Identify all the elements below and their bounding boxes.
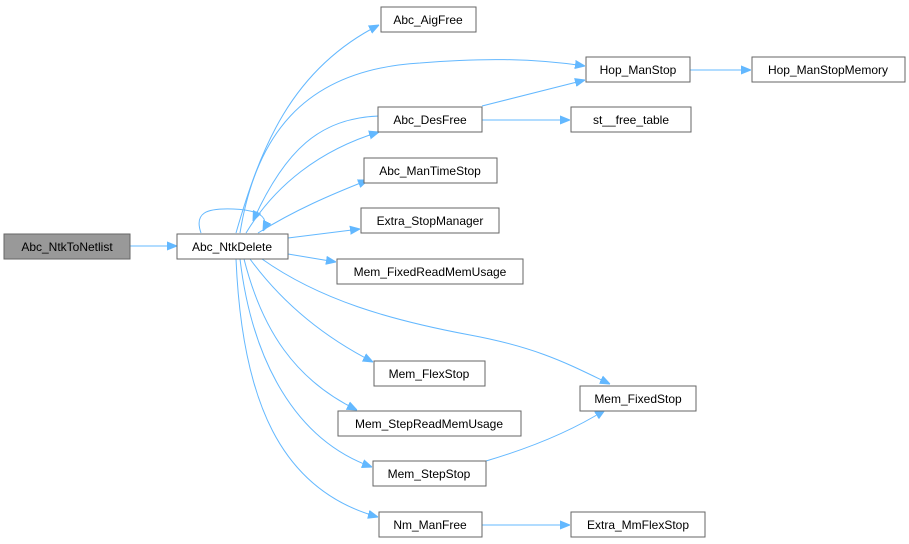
edges [130,25,751,525]
node-label: Abc_AigFree [393,13,463,27]
node-mem-fixedstop[interactable]: Mem_FixedStop [579,385,697,412]
edge-abc-ntkdelete-to-abc-mantimestop [257,180,368,234]
node-hop-manstopmemory[interactable]: Hop_ManStopMemory [751,56,906,83]
node-mem-flexstop[interactable]: Mem_FlexStop [373,360,486,387]
edge-abc-ntkdelete-to-mem-flexstop [249,258,373,362]
node-label: st__free_table [593,113,669,127]
node-label: Abc_DesFree [393,113,467,127]
node-mem-fixedreadmemusage[interactable]: Mem_FixedReadMemUsage [336,258,524,285]
node-label: Extra_StopManager [377,214,484,228]
node-label: Mem_StepReadMemUsage [355,417,503,431]
edge-abc-ntkdelete-to-nm-manfree [235,258,378,517]
node-label: Abc_ManTimeStop [379,164,481,178]
node-extra-stopmanager[interactable]: Extra_StopManager [360,207,500,234]
edge-abc-desfree-to-hop-manstop [481,80,585,107]
node-label: Hop_ManStopMemory [768,63,888,77]
node-label: Mem_StepStop [388,467,471,481]
node-label: Nm_ManFree [393,518,467,532]
node-label: Mem_FlexStop [389,367,470,381]
node-abc-desfree[interactable]: Abc_DesFree [377,106,483,133]
edge-abc-ntkdelete-to-mem-stepstop [239,258,372,467]
node-abc-ntktonetlist[interactable]: Abc_NtkToNetlist [3,233,131,260]
node-label: Abc_NtkToNetlist [21,240,113,254]
edge-abc-ntkdelete-to-mem-stepreadmemusage [243,258,357,410]
node-abc-ntkdelete[interactable]: Abc_NtkDelete [176,233,289,260]
node-mem-stepstop[interactable]: Mem_StepStop [372,460,487,487]
edge-abc-desfree-to-abc-ntkdelete [253,115,380,221]
node-st-free-table[interactable]: st__free_table [570,106,692,133]
node-abc-mantimestop[interactable]: Abc_ManTimeStop [363,157,498,184]
edge-abc-ntkdelete-to-mem-fixedreadmemusage [287,253,336,262]
edge-abc-ntkdelete-to-hop-manstop [239,59,585,234]
edge-abc-ntkdelete-to-extra-stopmanager [287,229,360,239]
node-nm-manfree[interactable]: Nm_ManFree [378,511,483,538]
node-extra-mmflexstop[interactable]: Extra_MmFlexStop [570,511,706,538]
node-label: Abc_NtkDelete [192,240,272,254]
node-abc-aigfree[interactable]: Abc_AigFree [380,6,477,33]
node-label: Extra_MmFlexStop [587,518,689,532]
edge-abc-ntkdelete-to-abc-aigfree [235,25,379,234]
node-mem-stepreadmemusage[interactable]: Mem_StepReadMemUsage [337,410,522,437]
node-label: Hop_ManStop [600,63,677,77]
edge-abc-ntkdelete-to-mem-fixedstop [261,258,610,384]
edge-mem-stepstop-to-mem-fixedstop [485,410,605,462]
node-label: Mem_FixedStop [594,392,682,406]
node-label: Mem_FixedReadMemUsage [354,265,507,279]
edge-abc-ntkdelete-self-loop [198,208,265,234]
node-hop-manstop[interactable]: Hop_ManStop [585,56,691,83]
